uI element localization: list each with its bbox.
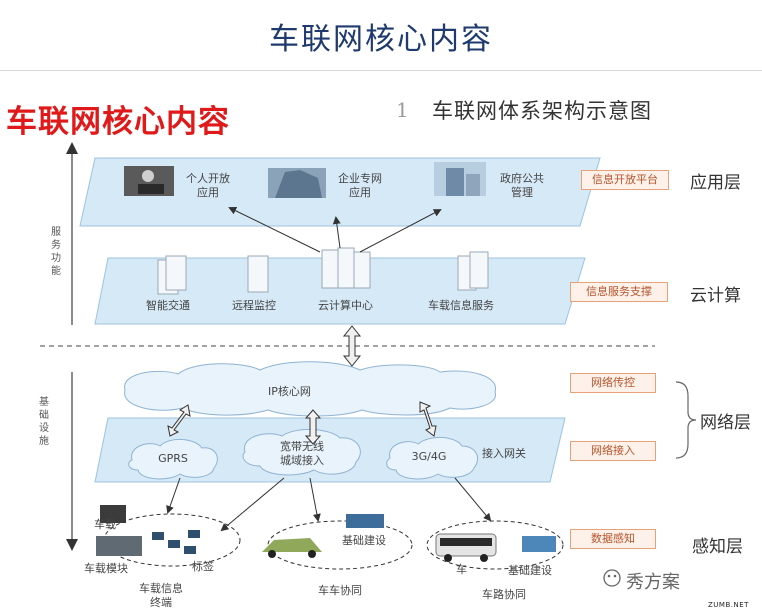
wechat-icon — [603, 569, 621, 587]
access-gateway-label: 接入网关 — [482, 447, 526, 460]
ip-core-cloud — [124, 361, 496, 417]
broadband-cloud — [242, 428, 361, 476]
service-axis-label: 服务功能 — [51, 227, 61, 277]
title-divider — [0, 70, 762, 71]
car-dashboard-icon — [96, 536, 142, 556]
data-perception-box: 数据感知 — [570, 529, 656, 549]
cloud-item-computing-center: 云计算中心 — [318, 299, 373, 312]
figure-number: 1 — [396, 98, 409, 122]
vehicle-road-caption: 车路协同 — [482, 588, 526, 601]
infrastructure-label-2: 基础建设 — [508, 564, 552, 577]
figure-caption: 车联网体系架构示意图 — [432, 99, 652, 123]
infrastructure-axis-label: 基础设施 — [39, 397, 49, 447]
app-item-personal: 个人开放 应用 — [186, 172, 230, 199]
3g4g-cloud — [386, 437, 478, 480]
red-headline: 车联网核心内容 — [6, 104, 230, 140]
cloud-network-double-arrow — [342, 325, 362, 367]
vehicle-vehicle-caption: 车车协同 — [318, 584, 362, 597]
tag-label: 标签 — [192, 560, 214, 573]
infrastructure-icon-1 — [346, 514, 384, 528]
app-item-government: 政府公共 管理 — [500, 172, 544, 199]
cloud-item-remote-monitoring: 远程监控 — [232, 299, 276, 312]
info-open-platform-box: 信息开放平台 — [581, 170, 669, 190]
vehicle-road-group — [426, 520, 564, 570]
network-layer-label: 网络层 — [700, 413, 751, 433]
cloud-layer-label: 云计算 — [690, 286, 741, 306]
cloud-item-intelligent-traffic: 智能交通 — [146, 299, 190, 312]
remote-monitoring-server-icon — [247, 255, 269, 293]
vehicle-info-service-server-icon — [457, 251, 489, 291]
tag-icon — [152, 532, 164, 540]
infrastructure-label-1: 基础建设 — [342, 534, 386, 547]
slide-title: 车联网核心内容 — [269, 22, 493, 57]
network-access-box: 网络接入 — [570, 441, 656, 461]
3g4g-label: 3G/4G — [411, 450, 447, 463]
cloud-computing-center-server-icon — [321, 247, 371, 289]
network-bracket — [675, 381, 697, 459]
broadband-wireless-label: 宽带无线 城域接入 — [280, 440, 324, 467]
vehicle-vehicle-group — [267, 520, 413, 570]
cloud-item-vehicle-info-service: 车载信息服务 — [428, 299, 494, 312]
watermark-site: ZUMB.NET — [708, 601, 749, 609]
gprs-cloud — [128, 439, 218, 480]
perception-layer-label: 感知层 — [692, 537, 743, 557]
car-icon — [262, 538, 322, 552]
onboard-label: 车载 — [94, 518, 116, 531]
info-service-support-box: 信息服务支撑 — [570, 282, 668, 302]
gprs-label: GPRS — [158, 452, 188, 465]
application-layer-label: 应用层 — [690, 173, 741, 193]
app-item-enterprise: 企业专网 应用 — [338, 172, 382, 199]
vehicle-label: 车 — [456, 563, 467, 576]
intelligent-traffic-server-icon — [157, 255, 187, 295]
onboard-terminal-caption: 车载信息 终端 — [139, 582, 183, 609]
network-transfer-control-box: 网络传控 — [570, 373, 656, 393]
ip-core-network-label: IP核心网 — [268, 385, 311, 398]
onboard-module-label: 车载模块 — [84, 562, 128, 575]
watermark-text: 秀方案 — [626, 572, 680, 593]
infrastructure-icon-2 — [522, 536, 556, 552]
onboard-device-icon — [100, 505, 126, 523]
